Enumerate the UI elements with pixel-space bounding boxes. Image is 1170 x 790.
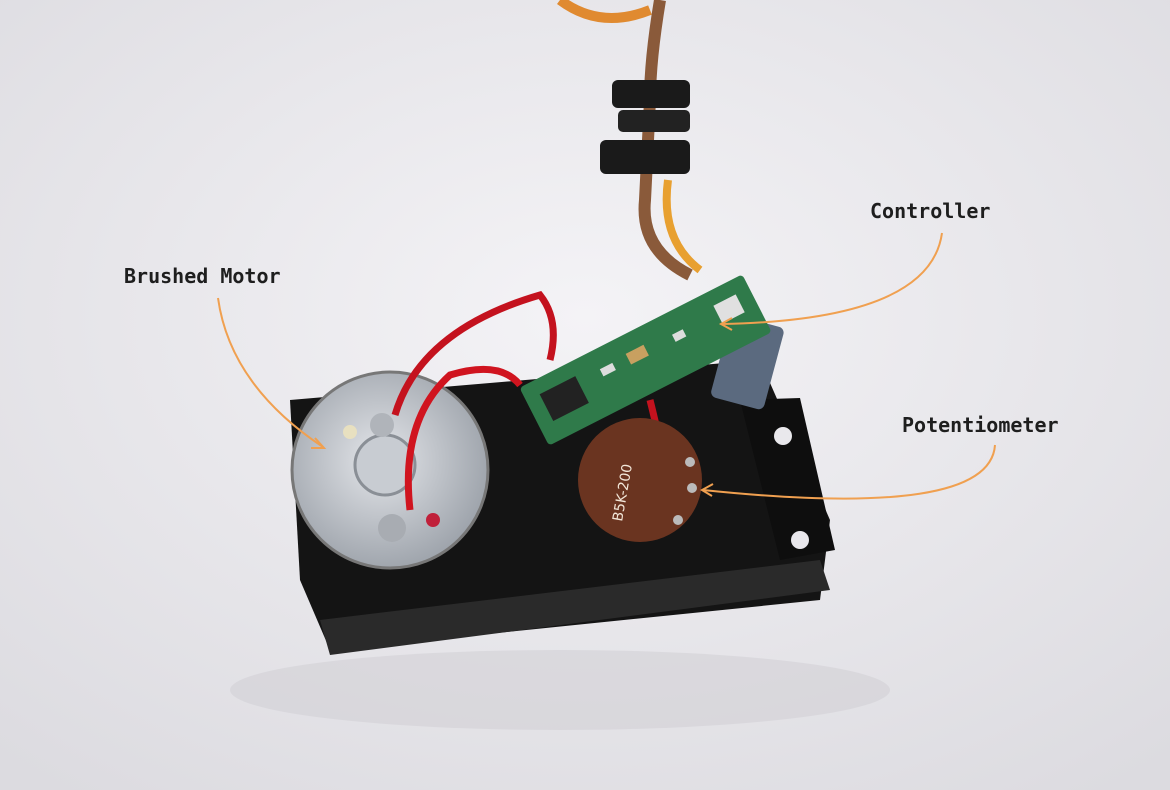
label-controller: Controller	[870, 199, 990, 223]
servo-cable	[557, 0, 703, 281]
shadow	[230, 650, 890, 730]
potentiometer: B5K-200	[578, 418, 702, 542]
controller-arrowhead-icon	[718, 317, 733, 331]
controller-pcb	[520, 275, 771, 445]
motor-arrowhead-icon	[311, 437, 327, 449]
controller-pointer-arrow	[721, 232, 943, 325]
label-brushed-motor: Brushed Motor	[124, 264, 281, 288]
label-potentiometer: Potentiometer	[902, 413, 1059, 437]
motor-pointer-arrow	[217, 297, 324, 448]
potentiometer-pointer-arrow	[702, 444, 996, 500]
potentiometer-arrowhead-icon	[699, 483, 714, 497]
brushed-motor	[290, 370, 490, 570]
